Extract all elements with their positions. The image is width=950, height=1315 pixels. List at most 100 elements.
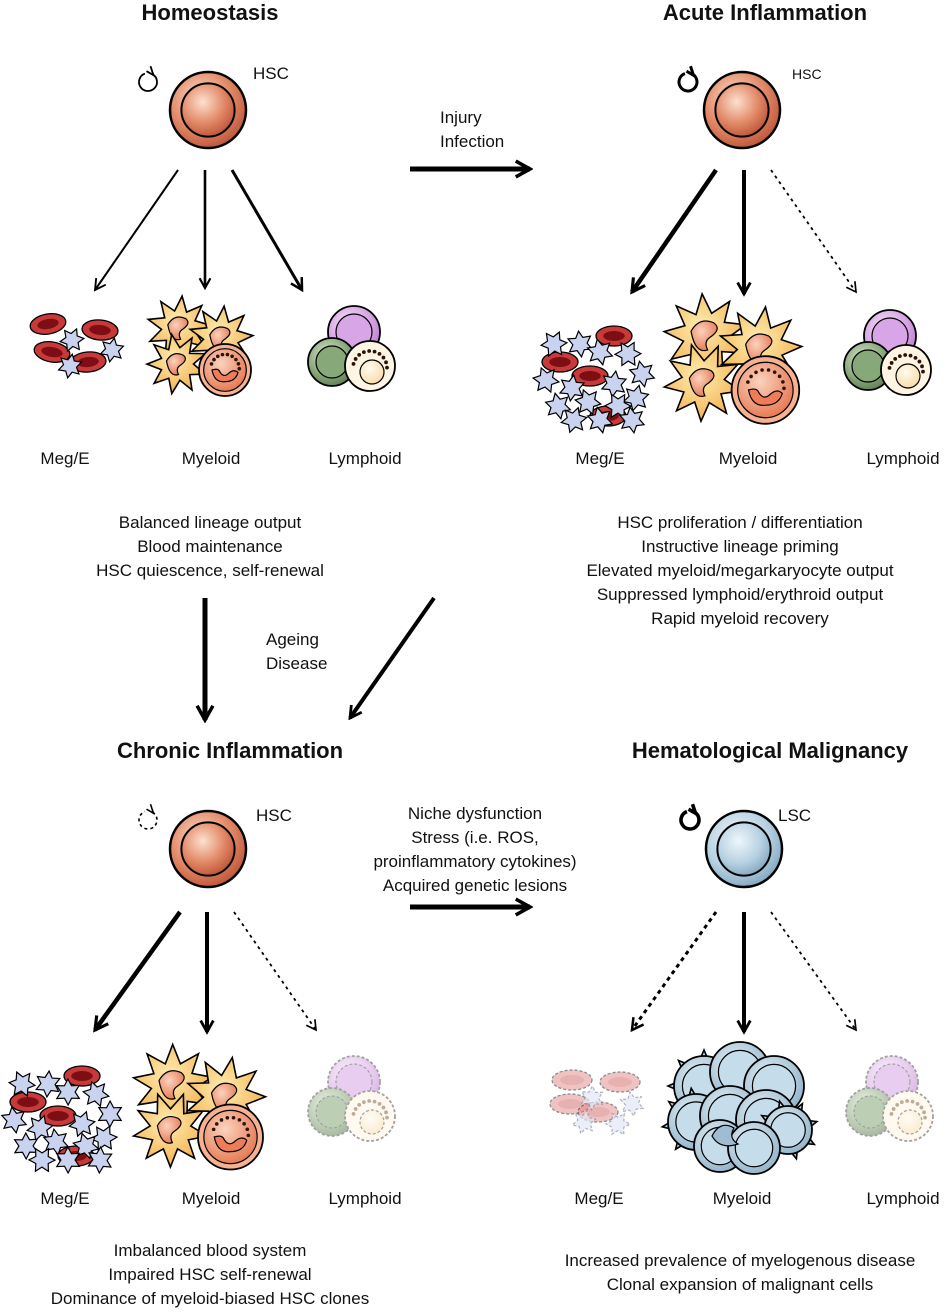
homeostasis-title: Homeostasis [141, 0, 279, 25]
platelet-icon [586, 406, 614, 434]
platelet-icon [57, 352, 83, 380]
description-line: Blood maintenance [137, 537, 283, 556]
lineage-arrow [630, 168, 718, 292]
red-blood-cell-icon [33, 341, 71, 363]
platelet-icon [531, 366, 561, 394]
description-line: HSC quiescence, self-renewal [96, 561, 324, 580]
red-blood-cell-icon [69, 351, 107, 373]
platelet-icon [603, 393, 633, 419]
self-renewal-arrow-icon [138, 65, 158, 92]
description-line: Balanced lineage output [118, 513, 302, 532]
platelet-icon [27, 1147, 57, 1173]
transition-line: Acquired genetic lesions [382, 876, 568, 895]
transition-line: Injury [440, 108, 482, 127]
description-line: Imbalanced blood system [113, 1241, 307, 1260]
self-renewal-arrow-icon [679, 803, 701, 831]
platelet-icon [580, 1084, 604, 1112]
description-line: Instructive lineage priming [641, 537, 839, 556]
platelet-icon [604, 1112, 632, 1136]
platelet-icon [81, 1080, 111, 1108]
transition-arrow [350, 596, 436, 718]
malignancy-lineage-lymphoid: Lymphoid [866, 1189, 940, 1208]
acute-lineage-lymphoid: Lymphoid [866, 449, 940, 468]
red-blood-cell-icon [551, 1069, 593, 1091]
platelet-icon [0, 1105, 28, 1135]
description-line: Increased prevalence of myelogenous dise… [564, 1251, 916, 1270]
malignant-nucleus-icon [711, 1124, 740, 1147]
hematological-malignancy-title: Hematological Malignancy [631, 738, 909, 763]
chronic-hsc-label: HSC [256, 806, 292, 825]
lineage-arrow [770, 911, 858, 1032]
transition-line: Infection [440, 132, 505, 151]
cells-layer [0, 65, 934, 1175]
lymphocyte-icon [307, 305, 396, 392]
platelet-icon [586, 338, 614, 366]
injury-infection-label: Injury Infection [440, 106, 504, 154]
neutrophil-icon [198, 343, 252, 397]
lymphocyte-icon [843, 309, 932, 396]
transition-line: Disease [266, 654, 328, 673]
platelet-icon [571, 1109, 597, 1135]
chronic-lineage-lymphoid: Lymphoid [328, 1189, 402, 1208]
red-blood-cell-icon [595, 325, 633, 347]
acute-hsc-label: HSC [792, 66, 822, 82]
platelet-icon [618, 405, 646, 435]
arrows-layer [93, 168, 858, 1032]
neutrophil-icon [730, 355, 801, 425]
lineage-arrow [95, 910, 182, 1030]
lymphocyte-icon [845, 1055, 934, 1142]
chronic-description: Imbalanced blood system Impaired HSC sel… [10, 1239, 410, 1311]
description-line: Dominance of myeloid-biased HSC clones [50, 1289, 370, 1308]
red-blood-cell-icon [81, 319, 119, 341]
lineage-arrow [93, 169, 179, 292]
red-blood-cell-icon [39, 1105, 77, 1127]
macrophage-icon [144, 332, 208, 396]
platelet-icon [58, 327, 86, 353]
self-renewal-arrow-icon [677, 65, 699, 93]
lineage-arrow [632, 911, 718, 1030]
malignancy-lineage-myeloid: Myeloid [712, 1189, 772, 1208]
transition-line: Niche dysfunction [407, 804, 543, 823]
acute-lineage-myeloid: Myeloid [718, 449, 778, 468]
platelet-icon [87, 1145, 113, 1175]
platelet-icon [566, 329, 594, 359]
homeostasis-lineage-meg-e: Meg/E [40, 449, 90, 468]
acute-lineage-meg-e: Meg/E [575, 449, 625, 468]
red-blood-cell-icon [571, 365, 609, 387]
malignancy-drivers-label: Niche dysfunction Stress (i.e. ROS, proi… [370, 802, 580, 898]
platelet-icon [613, 341, 643, 367]
malignancy-description: Increased prevalence of myelogenous dise… [530, 1249, 950, 1297]
acute-inflammation-title: Acute Inflammation [662, 0, 868, 25]
platelet-icon [558, 373, 586, 403]
chronic-inflammation-title: Chronic Inflammation [116, 738, 344, 763]
chronic-lineage-myeloid: Myeloid [181, 1189, 241, 1208]
platelet-icon [55, 1145, 81, 1175]
hsc-cell-icon [168, 70, 248, 150]
platelet-icon [99, 336, 125, 364]
description-line: Elevated myeloid/megarkaryocyte output [586, 561, 894, 580]
lineage-arrow [233, 911, 317, 1032]
description-line: HSC proliferation / differentiation [617, 513, 863, 532]
macrophage-icon [131, 1092, 210, 1170]
platelet-icon [539, 330, 569, 358]
transition-line: proinflammatory cytokines) [373, 852, 577, 871]
macrophage-icon [662, 342, 744, 424]
homeostasis-lineage-myeloid: Myeloid [181, 449, 241, 468]
description-line: Clonal expansion of malignant cells [606, 1275, 874, 1294]
platelet-icon [97, 1099, 123, 1129]
platelet-icon [67, 1110, 97, 1138]
description-line: Rapid myeloid recovery [651, 609, 829, 628]
red-blood-cell-icon [599, 1071, 641, 1093]
description-line: Suppressed lymphoid/erythroid output [596, 585, 884, 604]
red-blood-cell-icon [29, 313, 67, 335]
lsc-cell-icon [704, 809, 784, 889]
lineage-arrow [770, 169, 857, 294]
neutrophil-icon [197, 1103, 264, 1171]
description-line: Impaired HSC self-renewal [108, 1265, 312, 1284]
platelet-icon [72, 1132, 100, 1160]
chronic-lineage-meg-e: Meg/E [40, 1189, 90, 1208]
malignant-cell-icon [727, 1121, 781, 1175]
transition-line: Stress (i.e. ROS, [411, 828, 539, 847]
acute-description: HSC proliferation / differentiation Inst… [560, 511, 920, 631]
